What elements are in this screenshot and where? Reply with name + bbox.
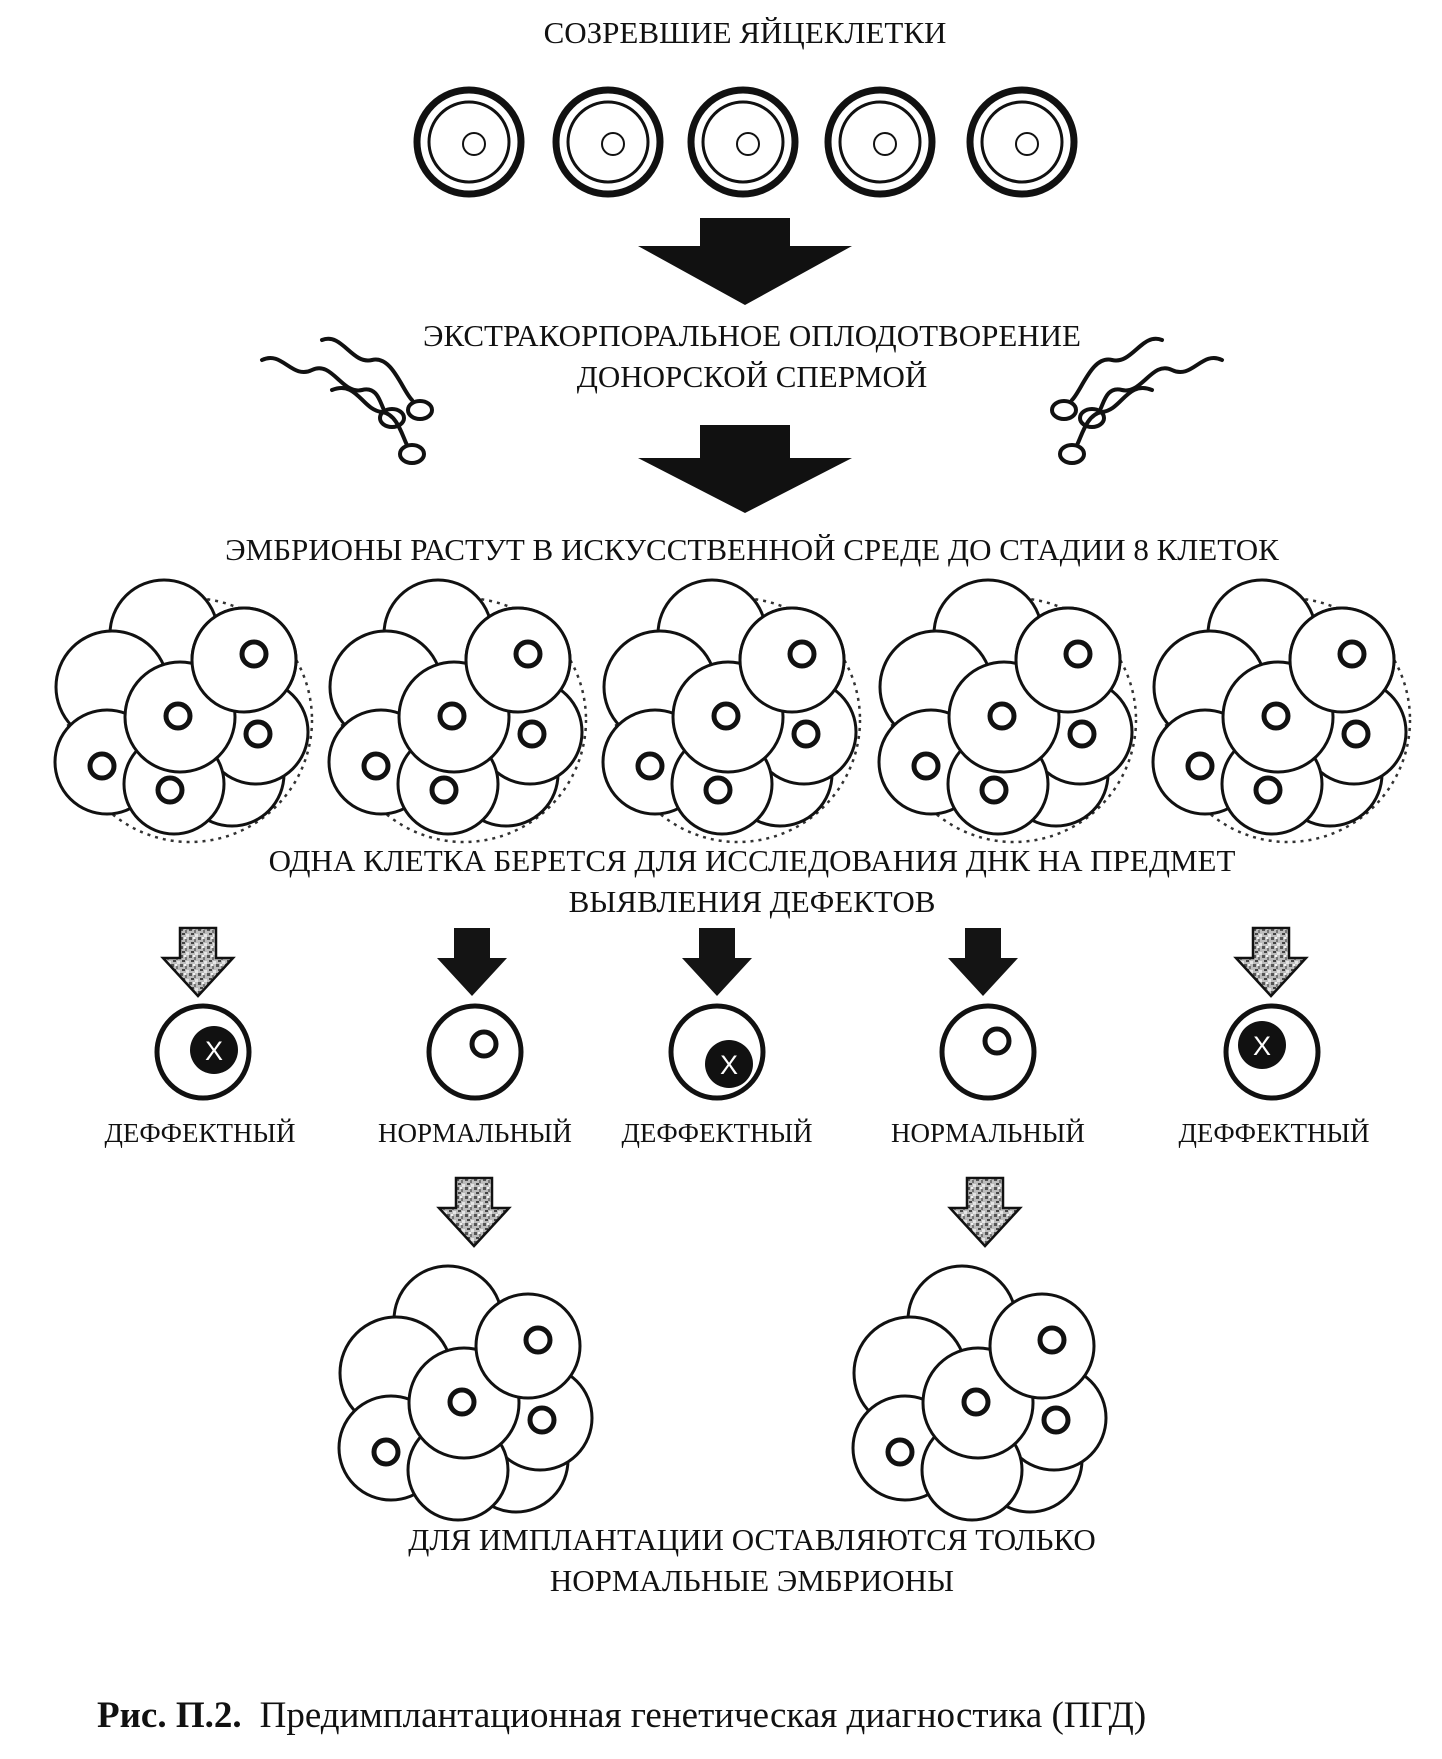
embryo-8cell-icon xyxy=(1153,580,1410,842)
embryo-row xyxy=(55,580,1410,842)
embryo-8cell-icon xyxy=(603,580,860,842)
grain-arrow-icon xyxy=(948,1176,1022,1248)
biopsy-cell-defective: X xyxy=(668,1003,766,1101)
defect-mark: X xyxy=(720,1050,738,1080)
caption-prefix: Рис. П.2. xyxy=(97,1695,242,1736)
embryo-8cell-icon xyxy=(329,580,586,842)
grain-arrow-icon xyxy=(437,1176,511,1248)
figure-caption: Рис. П.2. Предимплантационная генетическ… xyxy=(97,1695,1146,1736)
defect-mark: X xyxy=(1253,1031,1271,1061)
embryo-7cell-icon xyxy=(853,1266,1106,1520)
egg-icon xyxy=(828,90,932,194)
biopsy-cell-defective: X xyxy=(1223,1003,1321,1101)
step-implant-label-line2: НОРМАЛЬНЫЕ ЭМБРИОНЫ xyxy=(550,1563,954,1598)
biopsy-cell-normal xyxy=(939,1003,1037,1101)
caption-text: Предимплантационная генетическая диагнос… xyxy=(260,1695,1147,1736)
down-arrow-icon xyxy=(682,928,752,996)
embryo-8cell-icon xyxy=(879,580,1136,842)
step-mature-eggs-label: СОЗРЕВШИЕ ЯЙЦЕКЛЕТКИ xyxy=(544,15,947,50)
grain-arrow-icon xyxy=(1234,926,1308,998)
sperm-left-icon xyxy=(260,336,434,465)
mature-eggs-row xyxy=(417,90,1074,194)
step-embryos-grow-label: ЭМБРИОНЫ РАСТУТ В ИСКУССТВЕННОЙ СРЕДЕ ДО… xyxy=(225,532,1279,567)
step-biopsy-label-line2: ВЫЯВЛЕНИЯ ДЕФЕКТОВ xyxy=(569,884,936,919)
result-label: ДЕФФЕКТНЫЙ xyxy=(621,1118,812,1148)
biopsy-cell-normal xyxy=(426,1003,524,1101)
egg-icon xyxy=(417,90,521,194)
down-arrow-icon xyxy=(638,218,852,305)
down-arrow-icon xyxy=(638,425,852,513)
egg-icon xyxy=(556,90,660,194)
sperm-right-icon xyxy=(1050,336,1224,465)
result-label: НОРМАЛЬНЫЙ xyxy=(891,1118,1085,1148)
step-biopsy-label-line1: ОДНА КЛЕТКА БЕРЕТСЯ ДЛЯ ИССЛЕДОВАНИЯ ДНК… xyxy=(269,843,1236,878)
down-arrow-icon xyxy=(437,928,507,996)
step-ivf-label-line2: ДОНОРСКОЙ СПЕРМОЙ xyxy=(577,359,928,394)
biopsy-cell-defective: X xyxy=(154,1003,252,1101)
egg-icon xyxy=(970,90,1074,194)
step-ivf-label-line1: ЭКСТРАКОРПОРАЛЬНОЕ ОПЛОДОТВОРЕНИЕ xyxy=(423,318,1081,353)
embryo-8cell-icon xyxy=(55,580,312,842)
result-label: НОРМАЛЬНЫЙ xyxy=(378,1118,572,1148)
result-label: ДЕФФЕКТНЫЙ xyxy=(104,1118,295,1148)
step-implant-label-line1: ДЛЯ ИМПЛАНТАЦИИ ОСТАВЛЯЮТСЯ ТОЛЬКО xyxy=(408,1522,1095,1557)
result-label: ДЕФФЕКТНЫЙ xyxy=(1178,1118,1369,1148)
egg-icon xyxy=(691,90,795,194)
defect-mark: X xyxy=(205,1036,223,1066)
down-arrow-icon xyxy=(948,928,1018,996)
grain-arrow-icon xyxy=(161,926,235,998)
embryo-7cell-icon xyxy=(339,1266,592,1520)
